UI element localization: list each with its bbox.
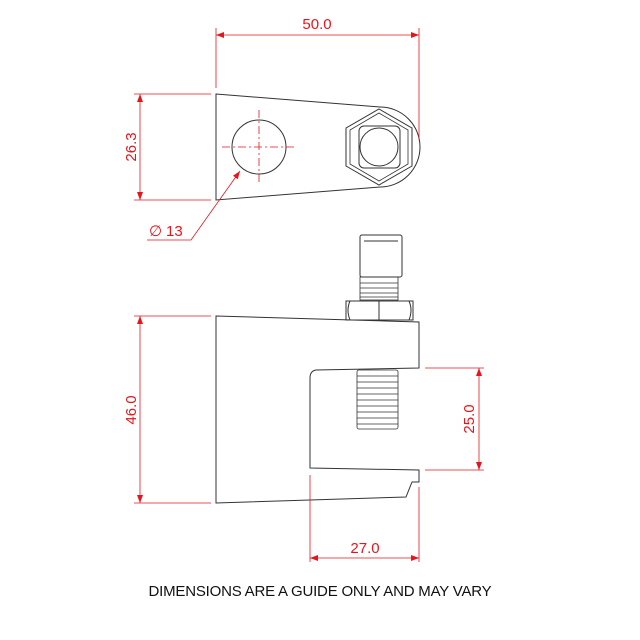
bolt-square-head <box>358 125 401 169</box>
upper-thread <box>359 276 399 301</box>
disclaimer-note: DIMENSIONS ARE A GUIDE ONLY AND MAY VARY <box>148 583 492 600</box>
side-view <box>215 234 420 504</box>
dimension-lines-top <box>134 28 420 241</box>
plate-outline <box>215 93 421 201</box>
dim-diameter-symbol: ∅ <box>149 223 162 240</box>
clamp-body <box>215 315 420 504</box>
lower-thread <box>356 369 399 430</box>
dim-jaw-opening: 25.0 <box>461 404 478 433</box>
hole-centerlines <box>222 110 296 184</box>
dim-jaw-depth: 27.0 <box>350 540 379 557</box>
hex-nut-top <box>345 108 413 186</box>
dim-height-top: 26.3 <box>123 132 140 161</box>
dimension-lines-side <box>134 315 484 562</box>
top-view <box>215 93 421 201</box>
dim-width-top: 50.0 <box>302 16 331 33</box>
dim-height-side: 46.0 <box>123 395 140 424</box>
lock-nut <box>345 300 414 321</box>
dim-hole-diameter: 13 <box>166 223 183 240</box>
